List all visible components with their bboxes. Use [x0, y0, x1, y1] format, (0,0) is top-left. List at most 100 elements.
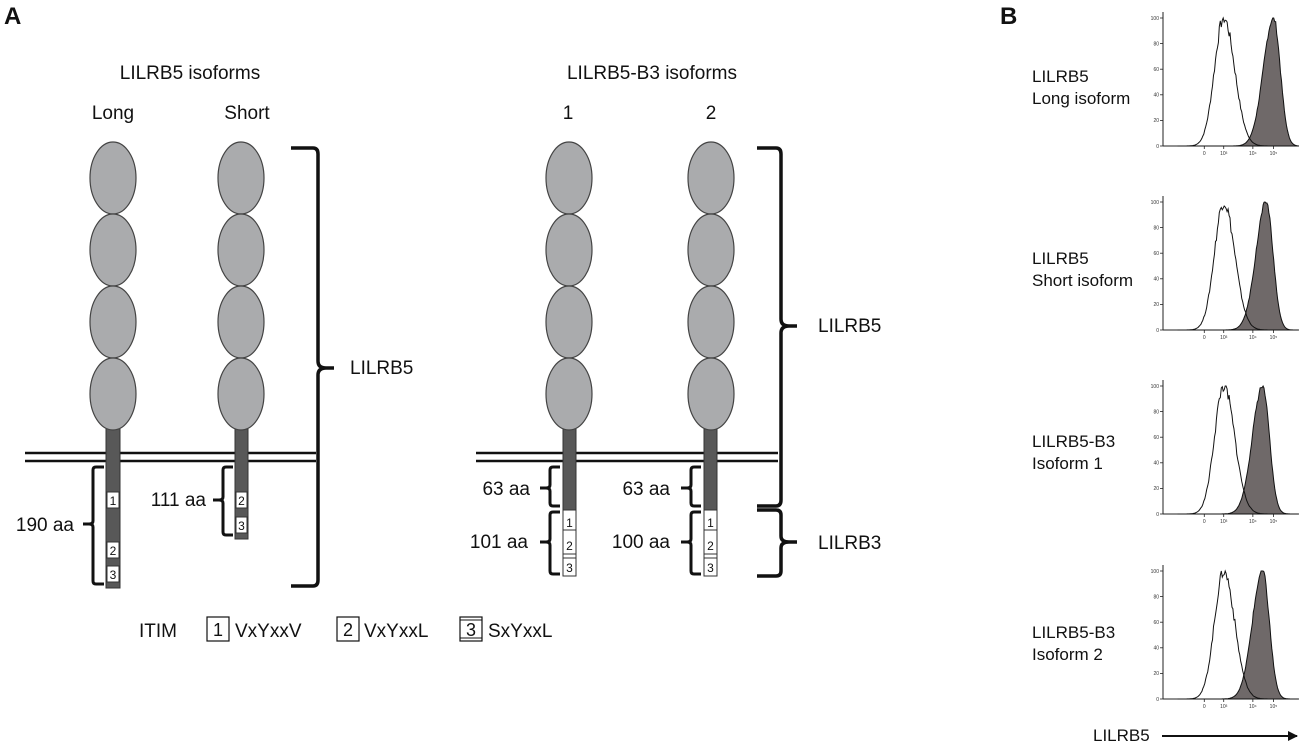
ig-domain [687, 357, 735, 431]
legend-box-2 [336, 616, 360, 642]
hist-x-tick-label: 10⁴ [1249, 151, 1257, 157]
hist-y-tick-label: 40 [1153, 646, 1159, 652]
hist-y-tick-label: 60 [1153, 67, 1159, 73]
hist-y-tick-label: 60 [1153, 620, 1159, 626]
hist-x-tick-label: 10⁴ [1249, 519, 1257, 525]
bracket-label-lilrb5-left: LILRB5 [350, 358, 413, 379]
hist-y-tick-label: 100 [1151, 384, 1160, 390]
hist-y-tick-label: 100 [1151, 16, 1160, 22]
group-title-lilrb5-b3: LILRB5-B3 isoforms [567, 63, 737, 84]
hist-stained-curve [1177, 201, 1298, 331]
hist-x-tick-label: 10⁵ [1270, 335, 1278, 341]
itim-box-2-num: 2 [707, 539, 714, 553]
hist-y-tick-label: 80 [1153, 409, 1159, 415]
hist-stained-curve [1177, 384, 1298, 515]
hist-x-tick-label: 10⁴ [1249, 704, 1257, 710]
hist-x-tick-label: 0 [1203, 704, 1206, 710]
length-label-long: 190 aa [16, 515, 75, 536]
hist-y-tick-label: 40 [1153, 277, 1159, 283]
panel-a-letter: A [4, 3, 21, 30]
legend-num-2: 2 [343, 620, 353, 640]
isoform-label-2: 2 [706, 103, 717, 124]
ig-domain [89, 141, 137, 215]
membrane-left [25, 451, 316, 463]
itim-box-3-num: 3 [238, 519, 245, 533]
isoform-label-short: Short [224, 103, 270, 124]
group-title-lilrb5: LILRB5 isoforms [120, 63, 260, 84]
hist-y-tick-label: 40 [1153, 93, 1159, 99]
long-bracket [83, 465, 104, 586]
hist-y-tick-label: 20 [1153, 671, 1159, 677]
itim-box-3 [235, 516, 248, 534]
hist-x-tick-label: 10³ [1220, 335, 1228, 341]
length-label-iso1-bottom: 101 aa [470, 532, 529, 553]
hist-y-tick-label: 0 [1156, 144, 1159, 150]
legend-title: ITIM [139, 621, 177, 642]
panel-a: A LILRB5 isoforms LILRB5-B3 isoforms Lon… [4, 3, 881, 642]
legend-num-1: 1 [213, 620, 223, 640]
hist-y-tick-label: 80 [1153, 594, 1159, 600]
hist-label-iso2-line1: LILRB5-B3 [1032, 623, 1115, 642]
legend-box-1 [206, 616, 230, 642]
hist-x-tick-label: 10³ [1220, 704, 1228, 710]
hist-x-tick-label: 0 [1203, 151, 1206, 157]
hist-label-short-line2: Short isoform [1032, 271, 1133, 290]
membrane-right [476, 451, 778, 463]
itim-box-1-num: 1 [566, 516, 573, 530]
itim-box-2-num: 2 [566, 539, 573, 553]
legend-num-3: 3 [466, 620, 476, 640]
itim-box-1 [106, 491, 120, 509]
short-bracket [213, 465, 233, 537]
hist-x-tick-label: 10³ [1220, 519, 1228, 525]
hist-y-tick-label: 0 [1156, 697, 1159, 703]
itim-box-2 [106, 541, 120, 559]
ig-domain [545, 285, 593, 359]
iso2-bracket-top [681, 465, 701, 508]
hist-control-curve [1177, 16, 1298, 147]
hist-y-tick-label: 60 [1153, 251, 1159, 257]
itim-box-3-num: 3 [110, 568, 117, 582]
hist-label-iso1-line1: LILRB5-B3 [1032, 432, 1115, 451]
isoform-label-long: Long [92, 103, 134, 124]
itim-box-2-num: 2 [238, 494, 245, 508]
length-label-iso2-top: 63 aa [622, 479, 670, 500]
hist-x-tick-label: 10⁵ [1270, 519, 1278, 525]
ig-domain [545, 141, 593, 215]
isoform-2: 1 2 3 63 aa 100 aa [612, 141, 735, 577]
hist-control-curve [1177, 569, 1298, 700]
iso2-bracket-bottom [681, 510, 701, 576]
length-label-iso2-bottom: 100 aa [612, 532, 671, 553]
ig-domain [687, 285, 735, 359]
hist-y-tick-label: 60 [1153, 435, 1159, 441]
legend-label-2: VxYxxL [364, 621, 428, 642]
ig-domain [89, 213, 137, 287]
hist-x-tick-label: 10⁵ [1270, 151, 1278, 157]
hist-control-curve [1177, 205, 1298, 331]
hist-y-tick-label: 40 [1153, 461, 1159, 467]
hist-y-tick-label: 100 [1151, 200, 1160, 206]
ig-domain [217, 213, 265, 287]
hist-label-iso2-line2: Isoform 2 [1032, 645, 1103, 664]
isoform-short: 2 3 111 aa [151, 141, 265, 540]
hist-label-iso1-line2: Isoform 1 [1032, 454, 1103, 473]
ig-domain [89, 285, 137, 359]
hist-y-tick-label: 20 [1153, 302, 1159, 308]
isoform-1: 1 2 3 63 aa 101 aa [470, 141, 593, 577]
legend-label-1: VxYxxV [235, 621, 302, 642]
hist-y-tick-label: 80 [1153, 41, 1159, 47]
bracket-label-lilrb5-right: LILRB5 [818, 316, 881, 337]
x-axis-label: LILRB5 [1093, 726, 1150, 745]
hist-label-long-line2: Long isoform [1032, 89, 1130, 108]
itim-box-3-num: 3 [707, 561, 714, 575]
hist-y-tick-label: 100 [1151, 569, 1160, 575]
panel-b-letter: B [1000, 3, 1017, 30]
legend-box-3 [459, 616, 483, 642]
itim-box-1-num: 1 [110, 494, 117, 508]
itim-box-3 [106, 565, 120, 583]
hist-y-tick-label: 0 [1156, 512, 1159, 518]
